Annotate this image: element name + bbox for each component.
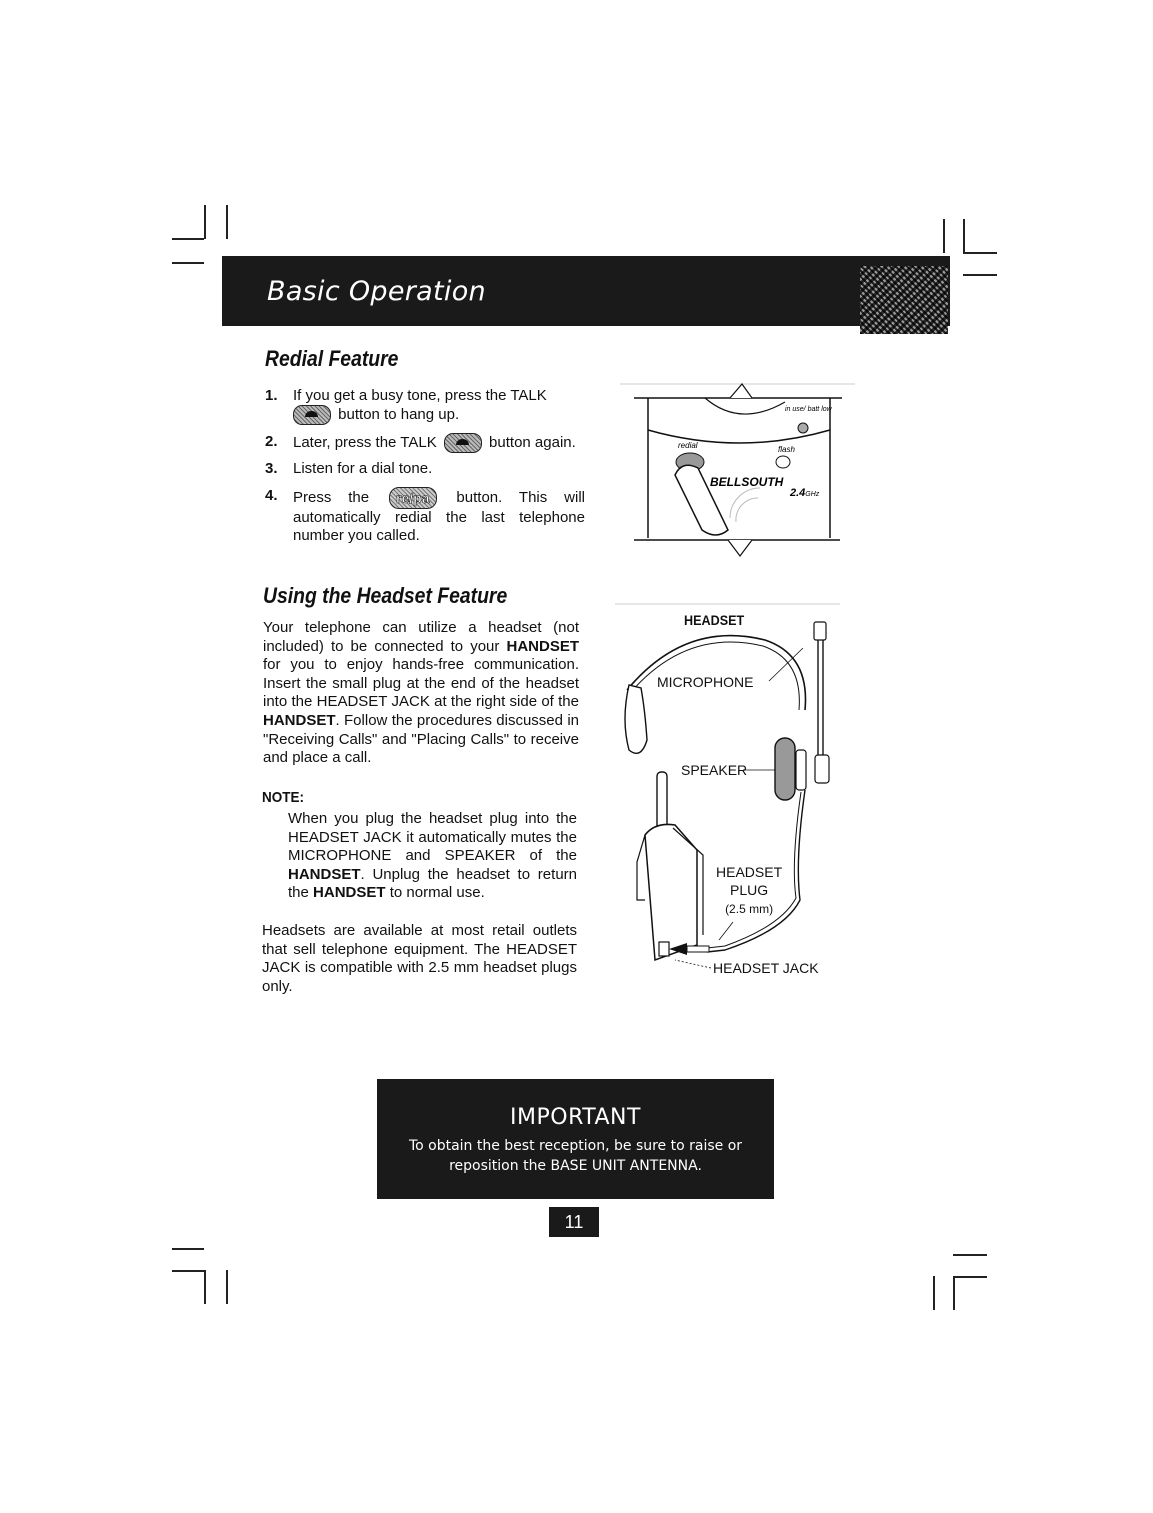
- crop-mark: [943, 219, 945, 253]
- redial-step-2: 2. Later, press the TALK button again.: [265, 433, 585, 455]
- note-text: When you plug the headset plug into the …: [288, 810, 577, 902]
- step-number: 3.: [265, 460, 278, 477]
- frequency-label: 2.4GHz: [789, 487, 820, 499]
- step-text: button to hang up.: [338, 405, 460, 423]
- brand-label: BELLSOUTH: [710, 475, 784, 489]
- important-notice: IMPORTANT To obtain the best reception, …: [377, 1079, 774, 1199]
- important-text: To obtain the best reception, be sure to…: [408, 1138, 743, 1174]
- headset-paragraph: Your telephone can utilize a headset (no…: [263, 619, 579, 767]
- step-text: button again.: [489, 433, 576, 451]
- step-text: Listen for a dial tone.: [293, 460, 433, 477]
- redial-diagram: in use/ batt low redial flash BELLSOUTH …: [620, 383, 855, 557]
- headset-jack-label: HEADSET JACK: [713, 960, 819, 976]
- step-number: 1.: [265, 387, 278, 404]
- headset-label: HEADSET: [684, 612, 745, 628]
- crop-mark: [172, 238, 204, 240]
- crop-mark: [953, 1276, 987, 1278]
- step-number: 2.: [265, 433, 278, 450]
- talk-button-icon: [293, 405, 331, 425]
- crop-mark: [953, 1254, 987, 1256]
- redial-pause-button-icon: re/pa: [389, 487, 437, 509]
- page-number: 11: [549, 1207, 599, 1237]
- important-title: IMPORTANT: [510, 1105, 641, 1130]
- redial-step-3: 3. Listen for a dial tone.: [265, 460, 585, 480]
- header-bar: [222, 256, 950, 326]
- crop-mark: [963, 274, 997, 276]
- crop-mark: [963, 252, 997, 254]
- step-text: Press the: [293, 488, 370, 506]
- talk-button-icon: [443, 433, 482, 453]
- crop-mark: [204, 1270, 206, 1304]
- crop-mark: [204, 205, 206, 239]
- redial-heading: Redial Feature: [265, 346, 399, 371]
- redial-step-4: 4. Press the re/pa button. This will aut…: [265, 487, 585, 547]
- headset-availability-text: Headsets are available at most retail ou…: [262, 922, 577, 995]
- crop-mark: [953, 1276, 955, 1310]
- in-use-label: in use/ batt low: [785, 406, 833, 413]
- crop-mark: [172, 262, 204, 264]
- header-pattern: [860, 266, 948, 334]
- crop-mark: [172, 1270, 204, 1272]
- step-text: If you get a busy tone, press the TALK: [293, 387, 547, 404]
- step-text: Later, press the TALK: [293, 433, 437, 451]
- headset-heading: Using the Headset Feature: [263, 583, 508, 608]
- crop-mark: [933, 1276, 935, 1310]
- crop-mark: [226, 1270, 228, 1304]
- crop-mark: [172, 1248, 204, 1250]
- note-label: NOTE:: [262, 789, 305, 806]
- speaker-label: SPEAKER: [681, 762, 748, 778]
- flash-label: flash: [778, 445, 795, 454]
- headset-diagram: [615, 603, 840, 969]
- step-number: 4.: [265, 487, 278, 504]
- redial-step-1: 1. If you get a busy tone, press the TAL…: [265, 387, 585, 427]
- crop-mark: [226, 205, 228, 239]
- crop-mark: [963, 219, 965, 253]
- step-text: button. This will automatically redial t…: [293, 488, 586, 544]
- microphone-label: MICROPHONE: [657, 674, 754, 690]
- redial-label: redial: [678, 441, 698, 450]
- page-title: Basic Operation: [267, 276, 486, 307]
